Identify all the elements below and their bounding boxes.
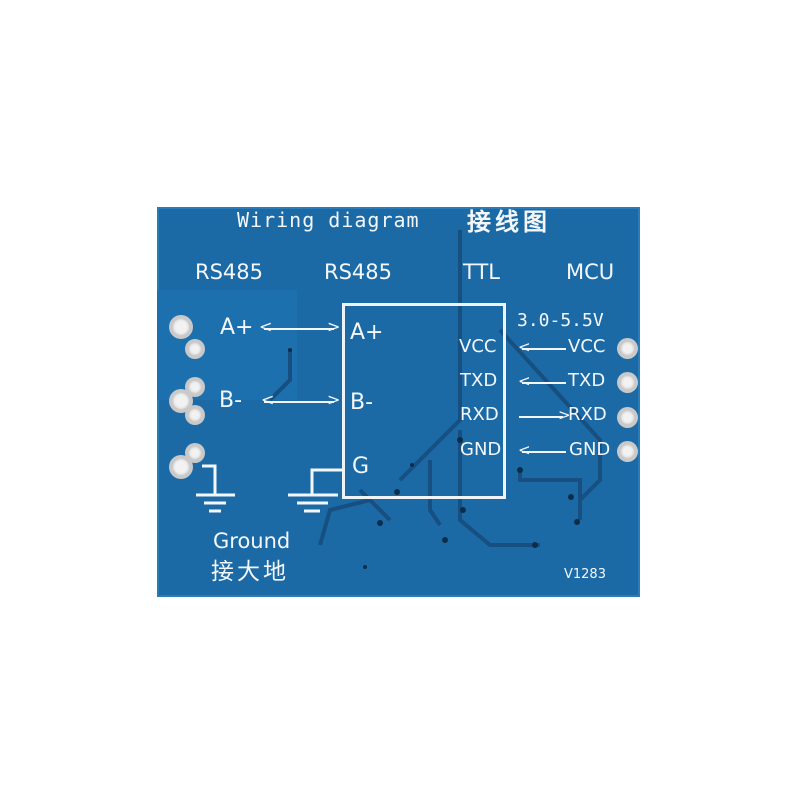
header-pad-txd [620,375,635,390]
terminal-pad-a2 [188,342,202,356]
arrow-gnd [522,451,566,453]
arrow-head-left-icon: < [518,372,531,390]
copper-pour-left [157,290,297,400]
board-title-cn: 接线图 [467,208,551,236]
arrow-head-left-icon: < [259,317,273,336]
ttl-module-outline [342,303,506,499]
ttl-pin-rxd: RXD [460,404,499,425]
terminal-pad-a [172,318,190,336]
header-rs485-mid: RS485 [324,260,393,284]
arrow-head-right-icon: > [327,317,341,336]
mcu-pin-vcc: VCC [568,336,606,357]
mcu-pin-gnd: GND [569,439,611,460]
header-pad-gnd [620,444,635,459]
pin-label-a-plus-outer: A+ [220,315,254,340]
header-ttl: TTL [463,260,500,284]
terminal-pad-b2 [188,380,202,394]
header-rs485-left: RS485 [195,260,264,284]
header-pad-rxd [620,410,635,425]
mcu-pin-rxd: RXD [568,404,607,425]
arrow-head-right-icon: > [558,406,571,424]
board-version: V1283 [564,567,606,582]
arrow-head-left-icon: < [261,390,275,409]
pin-label-a-plus-inner: A+ [350,320,384,345]
ttl-pin-vcc: VCC [459,336,497,357]
arrow-a-plus [264,328,334,330]
board-title-en: Wiring diagram [237,208,420,232]
pcb-board [157,207,640,597]
terminal-pad-g2 [188,446,202,460]
pin-label-ground: G [352,454,370,479]
header-mcu: MCU [566,260,615,284]
pin-label-b-minus-outer: B- [219,388,243,413]
ttl-pin-gnd: GND [460,439,502,460]
arrow-head-right-icon: > [327,390,341,409]
ttl-pin-txd: TXD [460,370,498,391]
arrow-rxd [519,416,563,418]
mcu-pin-txd: TXD [568,370,606,391]
ground-label-en: Ground [213,529,291,553]
arrow-txd [522,382,566,384]
arrow-head-left-icon: < [518,338,531,356]
arrow-vcc [522,348,566,350]
arrow-b-minus [264,401,334,403]
terminal-pad-b [172,392,190,410]
terminal-pad-b3 [188,408,202,422]
terminal-pad-g [172,458,190,476]
arrow-head-left-icon: < [518,441,531,459]
voltage-label: 3.0-5.5V [517,310,604,331]
ground-label-cn: 接大地 [211,559,289,585]
header-pad-vcc [620,341,635,356]
pin-label-b-minus-inner: B- [350,390,374,415]
